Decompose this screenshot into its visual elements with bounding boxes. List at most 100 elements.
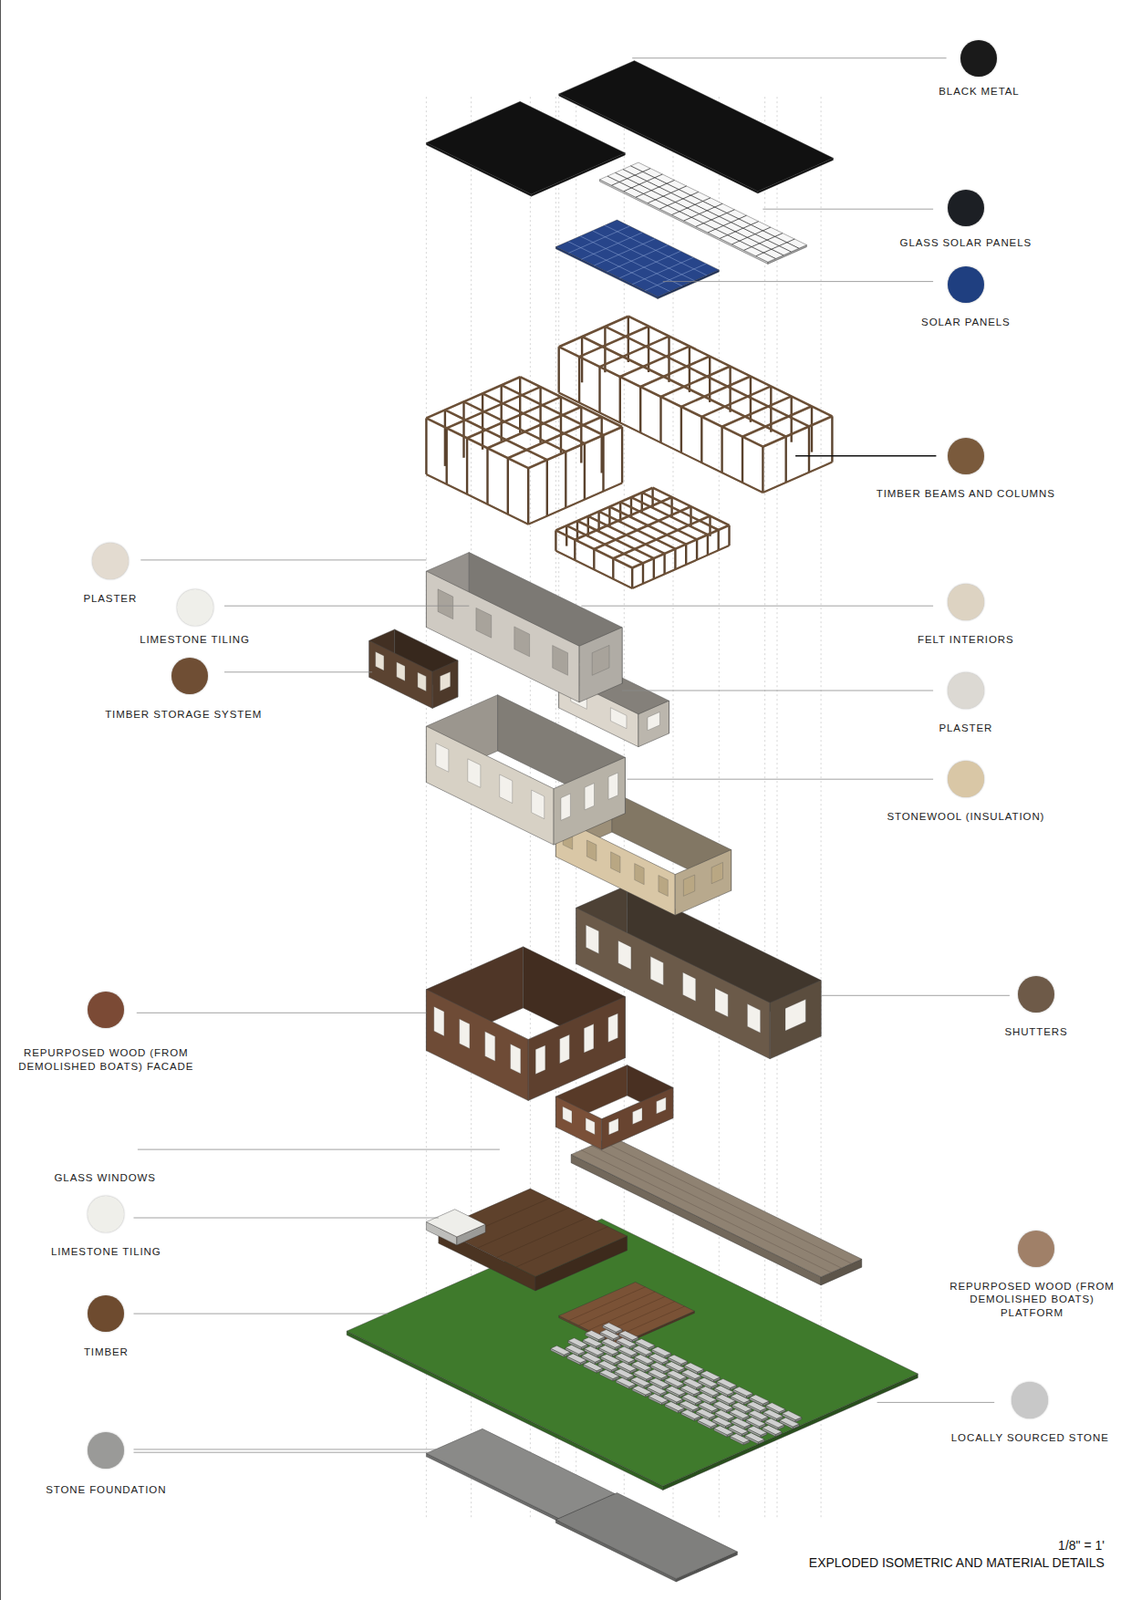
boat-wood-platform <box>570 1136 862 1277</box>
leader-line <box>762 208 934 210</box>
window-opening <box>552 645 569 676</box>
panel-grid <box>623 174 664 192</box>
stonewool-insulation <box>674 850 732 916</box>
panel-grid <box>707 215 747 233</box>
window-opening <box>476 607 492 638</box>
timber-beam <box>555 529 633 568</box>
projection-guide <box>820 96 822 1520</box>
plaster-walls <box>553 757 625 845</box>
window-opening <box>510 1044 521 1074</box>
panel-grid <box>659 191 699 209</box>
timber-column <box>631 568 633 589</box>
timber-beam <box>528 483 623 525</box>
window-opening <box>711 861 723 883</box>
window-opening <box>647 712 660 731</box>
window-opening <box>435 743 449 772</box>
timber-column <box>580 406 582 464</box>
timber-beam <box>581 336 787 437</box>
timber-column <box>500 384 503 442</box>
material-swatch <box>960 40 997 77</box>
timber-beam <box>642 492 719 530</box>
paving-stone <box>733 1386 753 1396</box>
window-opening <box>584 783 594 810</box>
leader-line <box>622 690 934 692</box>
window-opening <box>683 972 696 1002</box>
scale-note: 1/8" = 1' <box>1058 1537 1105 1553</box>
timber-beam <box>466 396 561 438</box>
timber-beam <box>555 550 633 589</box>
timber-patch <box>559 1282 696 1346</box>
window-opening <box>608 772 619 799</box>
window-opening <box>715 987 728 1017</box>
material-label: LOCALLY SOURCED STONE <box>951 1431 1110 1444</box>
timber-column <box>619 376 622 423</box>
window-opening <box>562 1106 572 1123</box>
panel-grid <box>601 1141 852 1264</box>
window-opening <box>610 707 627 729</box>
paving-stone <box>766 1402 786 1412</box>
timber-storage <box>369 640 433 708</box>
window-opening <box>683 874 695 896</box>
material-swatch <box>92 542 129 580</box>
material-label: GLASS SOLAR PANELS <box>900 236 1032 250</box>
panel-grid <box>695 209 736 228</box>
boat-wood-facade <box>425 989 529 1101</box>
timber-column <box>785 436 788 483</box>
material-swatch <box>1011 1381 1048 1419</box>
window-opening <box>585 924 599 955</box>
material-swatch <box>171 657 208 695</box>
material-swatch <box>947 760 985 798</box>
timber-column <box>578 356 581 403</box>
timber-column <box>810 405 813 452</box>
window-opening <box>608 1013 619 1043</box>
timber-beam <box>632 545 729 589</box>
panel-grid <box>581 232 643 260</box>
timber-column <box>486 447 488 505</box>
panel-grid <box>632 257 694 285</box>
timber-column <box>564 451 567 508</box>
timber-beam <box>620 501 697 540</box>
plaster-block <box>579 627 623 703</box>
timber-column <box>720 426 723 473</box>
material-swatch <box>87 991 125 1028</box>
timber-beam <box>487 406 582 448</box>
window-opening <box>560 793 571 820</box>
timber-column <box>583 443 586 499</box>
timber-beam <box>528 426 623 468</box>
timber-beam <box>762 462 832 493</box>
panel-grid <box>477 1207 570 1248</box>
material-label: REPURPOSED WOOD (FROM DEMOLISHED BOATS) … <box>938 1279 1126 1319</box>
timber-beam <box>577 520 654 559</box>
black-metal-roof <box>425 101 625 195</box>
paving-stone <box>635 1338 655 1349</box>
window-opening <box>656 1097 666 1114</box>
panel-grid <box>672 197 712 216</box>
boat-wood-facade <box>555 1096 602 1150</box>
timber-column <box>592 549 595 570</box>
timber-column <box>425 417 427 475</box>
boat-wood-facade <box>528 996 625 1101</box>
timber-column <box>554 529 557 550</box>
window-opening <box>618 940 632 970</box>
panel-grid <box>580 236 683 287</box>
window-opening <box>467 758 481 788</box>
material-swatch <box>947 437 985 475</box>
material-swatch <box>176 589 214 626</box>
leader-line <box>136 1012 427 1014</box>
panel-grid <box>606 245 668 273</box>
material-swatch <box>87 1195 125 1233</box>
timber-beam <box>609 507 686 545</box>
timber-beam <box>446 386 541 428</box>
timber-column <box>830 415 833 462</box>
leader-line <box>877 1401 996 1403</box>
window-opening <box>585 1117 595 1134</box>
timber-beam <box>559 393 764 494</box>
leader-line <box>224 605 469 607</box>
material-label: REPURPOSED WOOD (FROM DEMOLISHED BOATS) … <box>12 1046 200 1073</box>
plaster-walls <box>425 726 554 845</box>
timber-beam <box>588 516 665 554</box>
window-opening <box>658 875 668 897</box>
timber-beam <box>628 316 833 417</box>
material-swatch <box>947 583 985 621</box>
solar-panel <box>555 219 719 297</box>
